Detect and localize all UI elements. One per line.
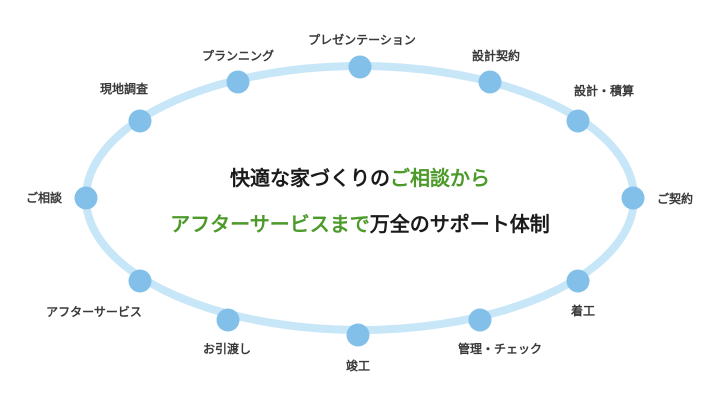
step-label: プレゼンテーション [308, 32, 416, 47]
step-node [566, 269, 590, 293]
step-label: 竣工 [346, 358, 370, 373]
step-label: ご相談 [26, 190, 63, 205]
step-node [348, 55, 372, 79]
step-label: ご契約 [657, 191, 693, 206]
step-node [74, 186, 98, 210]
step-node [468, 308, 492, 332]
step-node [216, 308, 240, 332]
step-label: 設計契約 [472, 48, 520, 63]
step-node [478, 70, 502, 94]
headline-text: 万全のサポート体制 [369, 212, 550, 236]
step-nodes [74, 55, 645, 347]
step-node [226, 70, 250, 94]
headline-text: 快適な家づくりの [230, 166, 390, 190]
headline-line-2: アフターサービスまで万全のサポート体制 [170, 212, 550, 236]
step-node [621, 186, 645, 210]
headline-accent-text: ご相談から [390, 166, 490, 190]
step-label: 管理・チェック [458, 341, 542, 356]
step-label: 設計・積算 [574, 83, 634, 98]
step-label: プランニング [202, 48, 274, 63]
step-label: 現地調査 [100, 81, 149, 96]
step-label: お引渡し [203, 341, 251, 356]
step-node [346, 323, 370, 347]
step-labels: ご相談 現地調査 プランニング プレゼンテーション設計契約設計・積算ご契約着工管理・チ… [26, 32, 693, 373]
headline-line-1: 快適な家づくりのご相談から [230, 166, 490, 190]
step-node [566, 109, 590, 133]
step-node [128, 269, 152, 293]
step-label: アフターサービス [46, 304, 142, 319]
cycle-ring [82, 62, 638, 334]
step-node [128, 109, 152, 133]
headline-accent-text: アフターサービスまで [170, 212, 370, 236]
step-label: 着工 [570, 303, 595, 318]
